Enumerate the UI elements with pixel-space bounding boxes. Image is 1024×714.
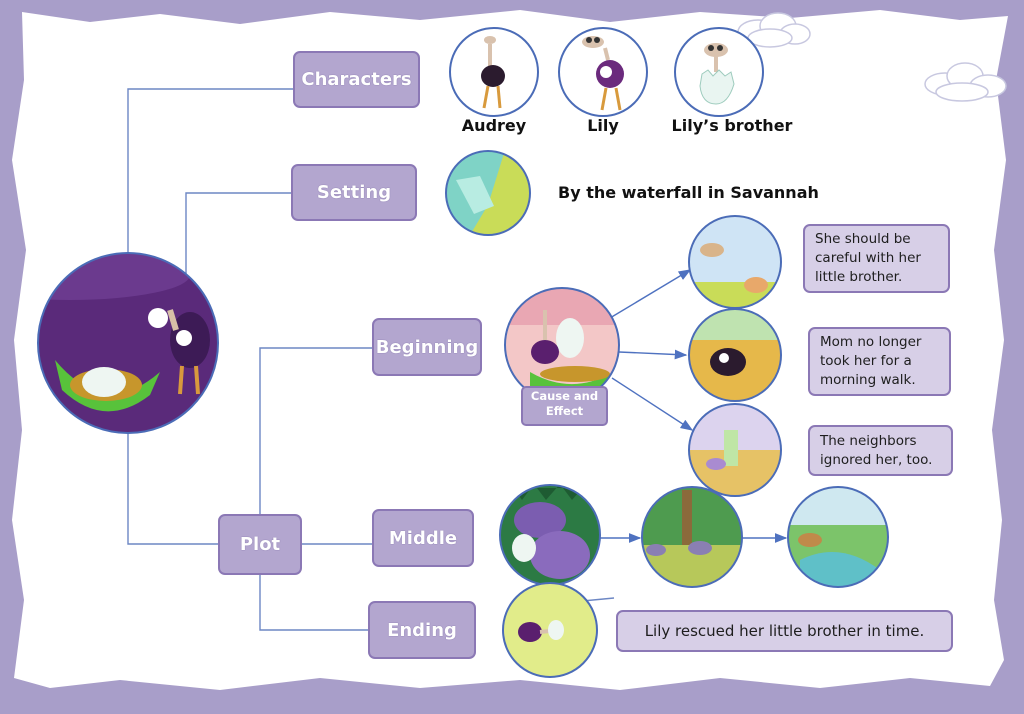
characters-node[interactable]: Characters xyxy=(293,51,420,108)
middle-image-3 xyxy=(787,486,889,588)
ending-description: Lily rescued her little brother in time. xyxy=(616,610,953,652)
ending-image xyxy=(502,582,598,678)
audrey-portrait xyxy=(449,27,539,117)
main-scene-image xyxy=(37,252,219,434)
setting-image xyxy=(445,150,531,236)
lilys-brother-portrait xyxy=(674,27,764,117)
cloud-decoration xyxy=(924,62,1007,102)
character-name-audrey: Audrey xyxy=(461,116,527,135)
arrow-connectors xyxy=(600,269,788,543)
plot-node[interactable]: Plot xyxy=(218,514,302,575)
setting-description: By the waterfall in Savannah xyxy=(558,183,819,202)
setting-node[interactable]: Setting xyxy=(291,164,417,221)
effect-note-2: Mom no longer took her for a morning wal… xyxy=(808,327,951,396)
character-name-lily: Lily xyxy=(587,116,619,135)
beginning-node[interactable]: Beginning xyxy=(372,318,482,376)
lily-portrait xyxy=(558,27,648,117)
middle-image-1 xyxy=(499,484,601,586)
effect-image-3 xyxy=(688,403,782,497)
character-name-lilys-brother: Lily’s brother xyxy=(671,116,793,135)
ending-node[interactable]: Ending xyxy=(368,601,476,659)
effect-note-1: She should be careful with her little br… xyxy=(803,224,950,293)
effect-note-3: The neighbors ignored her, too. xyxy=(808,425,953,476)
cause-and-effect-tag: Cause and Effect xyxy=(521,386,608,426)
middle-image-2 xyxy=(641,486,743,588)
effect-image-1 xyxy=(688,215,782,309)
middle-node[interactable]: Middle xyxy=(372,509,474,567)
effect-image-2 xyxy=(688,308,782,402)
